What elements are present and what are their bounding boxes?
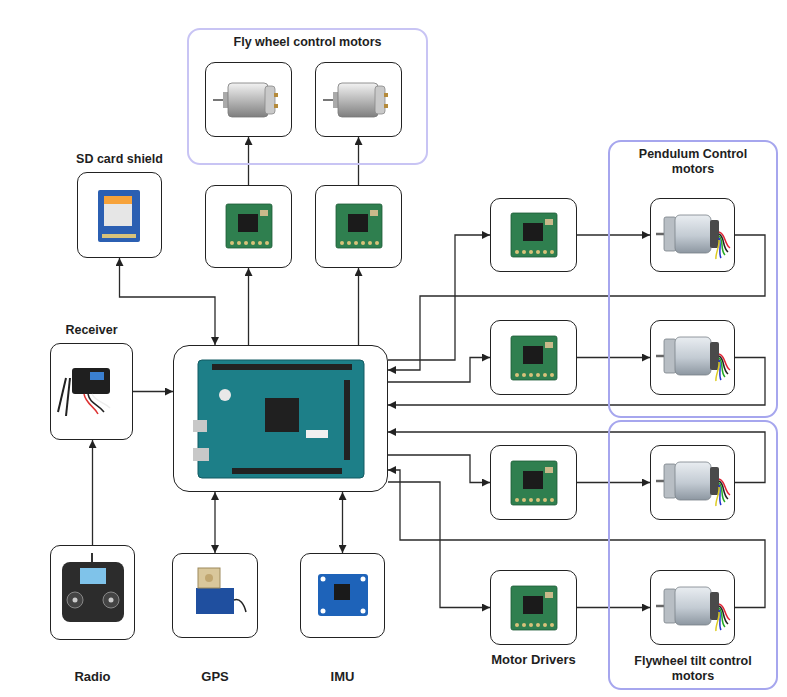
connector-arrow (92, 440, 93, 545)
motor-box (650, 198, 735, 272)
connector-arrow (577, 607, 650, 608)
connector-arrow (214, 492, 215, 553)
connector-arrow (577, 357, 650, 358)
group-title: Flywheel tilt control motors (618, 654, 768, 684)
module-box: IMU (300, 553, 385, 638)
group-panel: Pendulum Control motors (608, 140, 778, 418)
module-box: Radio (50, 545, 135, 640)
controller-box (173, 345, 388, 492)
driver-box (205, 185, 292, 268)
driver-box (490, 445, 577, 520)
connector-arrow (248, 268, 249, 345)
dc-motor-icon (213, 83, 388, 117)
module-box: SD card shield (77, 172, 162, 258)
imu-board-icon (318, 574, 368, 616)
arduino-board-icon (193, 360, 364, 478)
connector-arrow (577, 482, 650, 483)
driver-box (490, 320, 577, 395)
module-label: IMU (331, 669, 355, 685)
sd-card-shield-icon (98, 190, 140, 242)
connector-arrow (133, 391, 173, 392)
driver-box: Motor Drivers (490, 570, 577, 645)
connector-arrow (388, 455, 490, 483)
gear-motor-icon (656, 215, 730, 631)
connector-arrow (342, 492, 343, 553)
module-label: Radio (74, 669, 110, 685)
gps-module-icon (196, 568, 246, 614)
connector-arrow (388, 482, 490, 608)
receiver-icon (58, 368, 110, 416)
connector-arrow (358, 137, 359, 185)
module-label: SD card shield (76, 152, 163, 167)
driver-box (315, 185, 402, 268)
connector-arrow (248, 137, 249, 185)
group-title: Fly wheel control motors (196, 35, 420, 50)
group-panel: Fly wheel control motors (187, 28, 428, 165)
motor-box (650, 320, 735, 395)
motor-box (650, 445, 735, 520)
connector-arrow (388, 235, 490, 360)
connector-arrow (120, 258, 216, 345)
group-title: Pendulum Control motors (623, 147, 763, 177)
connector-arrow (358, 268, 359, 345)
connector-arrow (577, 234, 650, 235)
motor-box (315, 62, 402, 137)
connector-arrow (388, 358, 490, 383)
module-box: Receiver (50, 343, 133, 440)
group-panel: Flywheel tilt control motors (608, 420, 778, 690)
radio-transmitter-icon (62, 553, 124, 622)
module-label: Motor Drivers (491, 652, 576, 668)
driver-box (490, 198, 577, 272)
module-label: Receiver (65, 323, 117, 338)
module-box: GPS (172, 553, 258, 638)
motor-box (205, 62, 292, 137)
module-label: GPS (201, 669, 228, 685)
motor-box (650, 570, 735, 645)
